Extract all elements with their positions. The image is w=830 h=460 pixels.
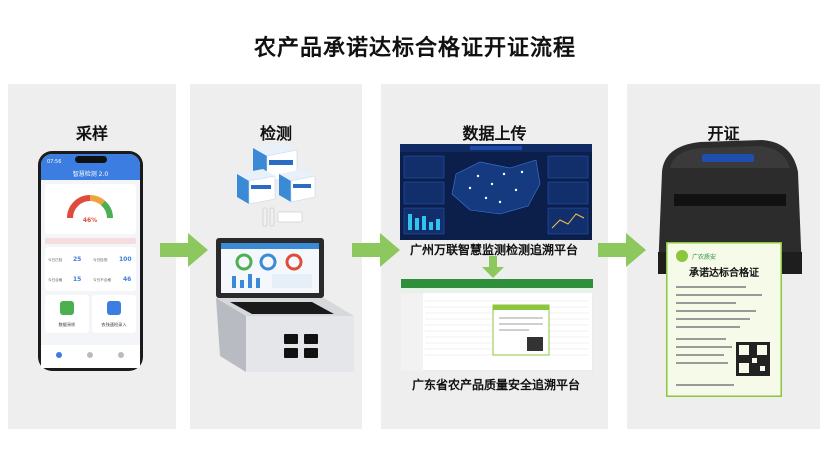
phone-time: 07:56 (47, 159, 61, 165)
platform2-label: 广东省农产品质量安全追溯平台 (412, 376, 580, 393)
phone-button-label: 数据采样 (59, 321, 76, 328)
stat-value: 15 (73, 276, 81, 283)
stat-value: 100 (119, 256, 132, 263)
page-title: 农产品承诺达标合格证开证流程 (0, 30, 830, 62)
test-kit-image (233, 142, 318, 230)
phone-button-label: 农残速检录入 (101, 321, 127, 328)
phone-mockup: 07:56 智慧检测 2.0 46% 今日已检 今日检测 今日合格 今日不合格 … (37, 150, 144, 372)
step-label-sampling: 采样 (8, 120, 176, 144)
arrow-icon (598, 233, 646, 267)
stat-label: 今日不合格 (93, 277, 111, 282)
stat-label: 今日合格 (48, 277, 63, 282)
arrow-icon (160, 233, 208, 267)
arrow-down-icon (482, 256, 504, 278)
stat-label: 今日检测 (93, 257, 108, 262)
stat-value: 46 (123, 276, 131, 283)
trace-platform-screenshot (401, 279, 593, 371)
analyzer-device-image (212, 230, 362, 380)
cert-brand: 广农质安 (692, 253, 716, 261)
phone-app-title: 智慧检测 2.0 (73, 170, 109, 178)
stat-value: 25 (73, 256, 81, 263)
step-label-testing: 检测 (190, 120, 362, 144)
certificate-image: 广农质安 承诺达标合格证 (666, 242, 782, 397)
cert-title: 承诺达标合格证 (689, 266, 759, 279)
stat-label: 今日已检 (48, 257, 63, 262)
gauge-percent: 46% (83, 217, 97, 224)
step-label-upload: 数据上传 (381, 120, 608, 144)
dashboard-screen-image (400, 144, 592, 240)
